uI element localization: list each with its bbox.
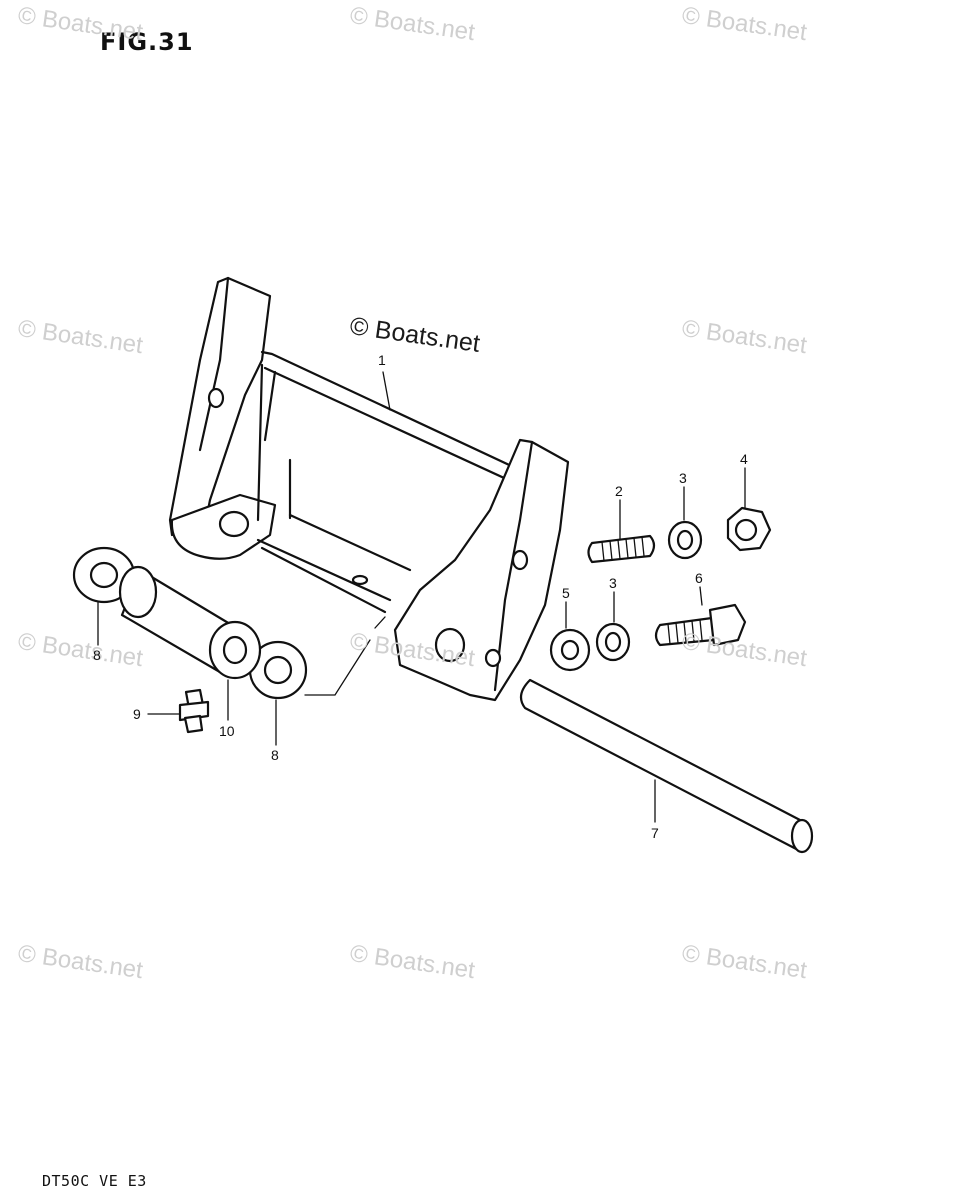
leader-lines: [97, 371, 746, 823]
part-10-bushing: [118, 565, 262, 680]
callout-4: 4: [740, 451, 748, 467]
callout-2: 2: [615, 483, 623, 499]
callout-6: 6: [695, 570, 703, 586]
part-1-bracket: [168, 276, 570, 702]
callout-10: 10: [219, 723, 235, 739]
callout-7: 7: [651, 825, 659, 841]
callout-5: 5: [562, 585, 570, 601]
part-7-shaft: [519, 678, 814, 854]
figure-title: FIG.31: [100, 28, 194, 56]
callout-1: 1: [378, 352, 386, 368]
callout-3-top: 3: [679, 470, 687, 486]
part-9-grease-nipple: [178, 688, 210, 734]
callout-8-right: 8: [271, 747, 279, 763]
callout-8-left: 8: [93, 647, 101, 663]
part-6-bolt: [654, 603, 747, 647]
callout-9: 9: [133, 706, 141, 722]
callout-3-bottom: 3: [609, 575, 617, 591]
part-2-stud: [587, 534, 656, 564]
part-4-nut: [726, 506, 772, 552]
model-code: DT50C VE E3: [42, 1172, 147, 1190]
